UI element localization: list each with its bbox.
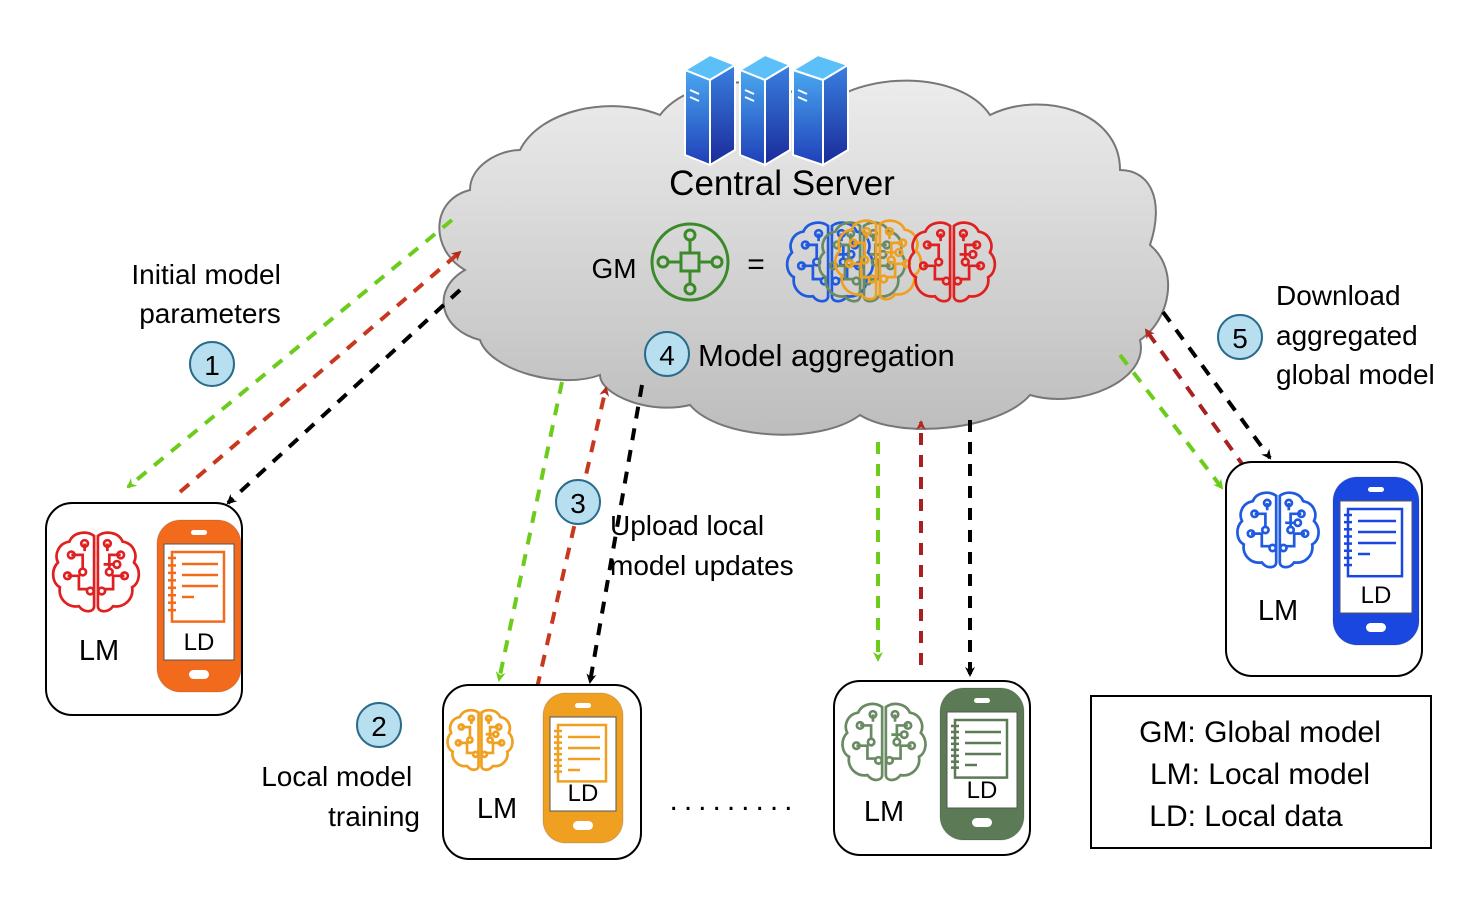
clients: LM LD LM LD LM LD LM LD bbox=[45, 461, 1423, 860]
ld-label: LD bbox=[184, 629, 215, 656]
ld-label: LD bbox=[1361, 582, 1392, 609]
local-model-brain-icon bbox=[1236, 491, 1320, 569]
arrow-upload-client-1 bbox=[178, 250, 462, 494]
arrow-global-client-1 bbox=[226, 288, 462, 505]
step-5-label: Download aggregated global model bbox=[1276, 280, 1435, 390]
model-aggregation-label: Model aggregation bbox=[698, 338, 955, 373]
step-1-label: Initial model parameters bbox=[131, 259, 288, 329]
local-model-brain-icon bbox=[446, 708, 514, 772]
local-model-brain-icon bbox=[841, 702, 927, 782]
equals-sign: = bbox=[747, 248, 765, 281]
aggregated-brain-icon bbox=[907, 221, 997, 303]
aggregated-local-models bbox=[785, 219, 997, 303]
arrow-upload-client-2 bbox=[535, 386, 610, 689]
step-2-badge: 2 bbox=[356, 702, 402, 748]
arrow-download-client-1 bbox=[126, 218, 454, 489]
step-5-badge: 5 bbox=[1217, 314, 1263, 360]
lm-label: LM bbox=[1258, 595, 1298, 627]
step-3-badge: 3 bbox=[555, 479, 601, 525]
phone-device-icon: LD bbox=[1332, 476, 1420, 646]
arrow-download-client-4 bbox=[1118, 353, 1224, 490]
svg-text:3: 3 bbox=[570, 488, 586, 519]
central-server-title: Central Server bbox=[669, 164, 895, 203]
legend-item: LD: Local data bbox=[1149, 800, 1343, 833]
svg-text:5: 5 bbox=[1232, 323, 1248, 354]
local-data-document-icon bbox=[951, 718, 1009, 779]
phone-device-icon: LD bbox=[156, 519, 242, 693]
svg-text:2: 2 bbox=[371, 711, 387, 742]
more-clients-ellipsis: ......... bbox=[669, 784, 798, 817]
client-2: LM LD bbox=[442, 684, 642, 860]
ld-label: LD bbox=[568, 780, 599, 807]
local-data-document-icon bbox=[1344, 507, 1404, 578]
ld-label: LD bbox=[967, 777, 998, 804]
communication-arrows bbox=[126, 218, 1272, 689]
lm-label: LM bbox=[864, 796, 904, 828]
client-3: LM LD bbox=[833, 680, 1031, 856]
arrow-global-client-2 bbox=[586, 384, 644, 684]
lm-label: LM bbox=[477, 793, 517, 825]
arrow-global-client-4 bbox=[1161, 310, 1272, 460]
svg-text:1: 1 bbox=[204, 350, 220, 381]
phone-device-icon: LD bbox=[542, 692, 624, 844]
phone-device-icon: LD bbox=[939, 687, 1025, 841]
step-3-label: Upload local model updates bbox=[610, 510, 794, 581]
svg-text:4: 4 bbox=[659, 340, 675, 371]
server-rack-icon bbox=[682, 53, 851, 167]
client-1: LM LD bbox=[45, 502, 243, 716]
client-4: LM LD bbox=[1225, 461, 1423, 677]
arrow-upload-client-4 bbox=[1144, 328, 1247, 470]
lm-label: LM bbox=[79, 635, 119, 667]
legend-box: GM: Global model LM: Local model LD: Loc… bbox=[1090, 695, 1432, 849]
legend-item: LM: Local model bbox=[1150, 758, 1370, 791]
legend-item: GM: Global model bbox=[1139, 716, 1381, 749]
step-4-badge: 4 bbox=[644, 331, 690, 377]
local-data-document-icon bbox=[554, 723, 608, 783]
arrow-download-client-2 bbox=[495, 381, 564, 682]
local-data-document-icon bbox=[168, 550, 226, 623]
step-1-badge: 1 bbox=[189, 341, 235, 387]
local-model-brain-icon bbox=[51, 531, 141, 613]
global-model-icon bbox=[650, 222, 730, 302]
step-2-label: Local model training bbox=[261, 761, 420, 832]
gm-label: GM bbox=[591, 253, 636, 284]
